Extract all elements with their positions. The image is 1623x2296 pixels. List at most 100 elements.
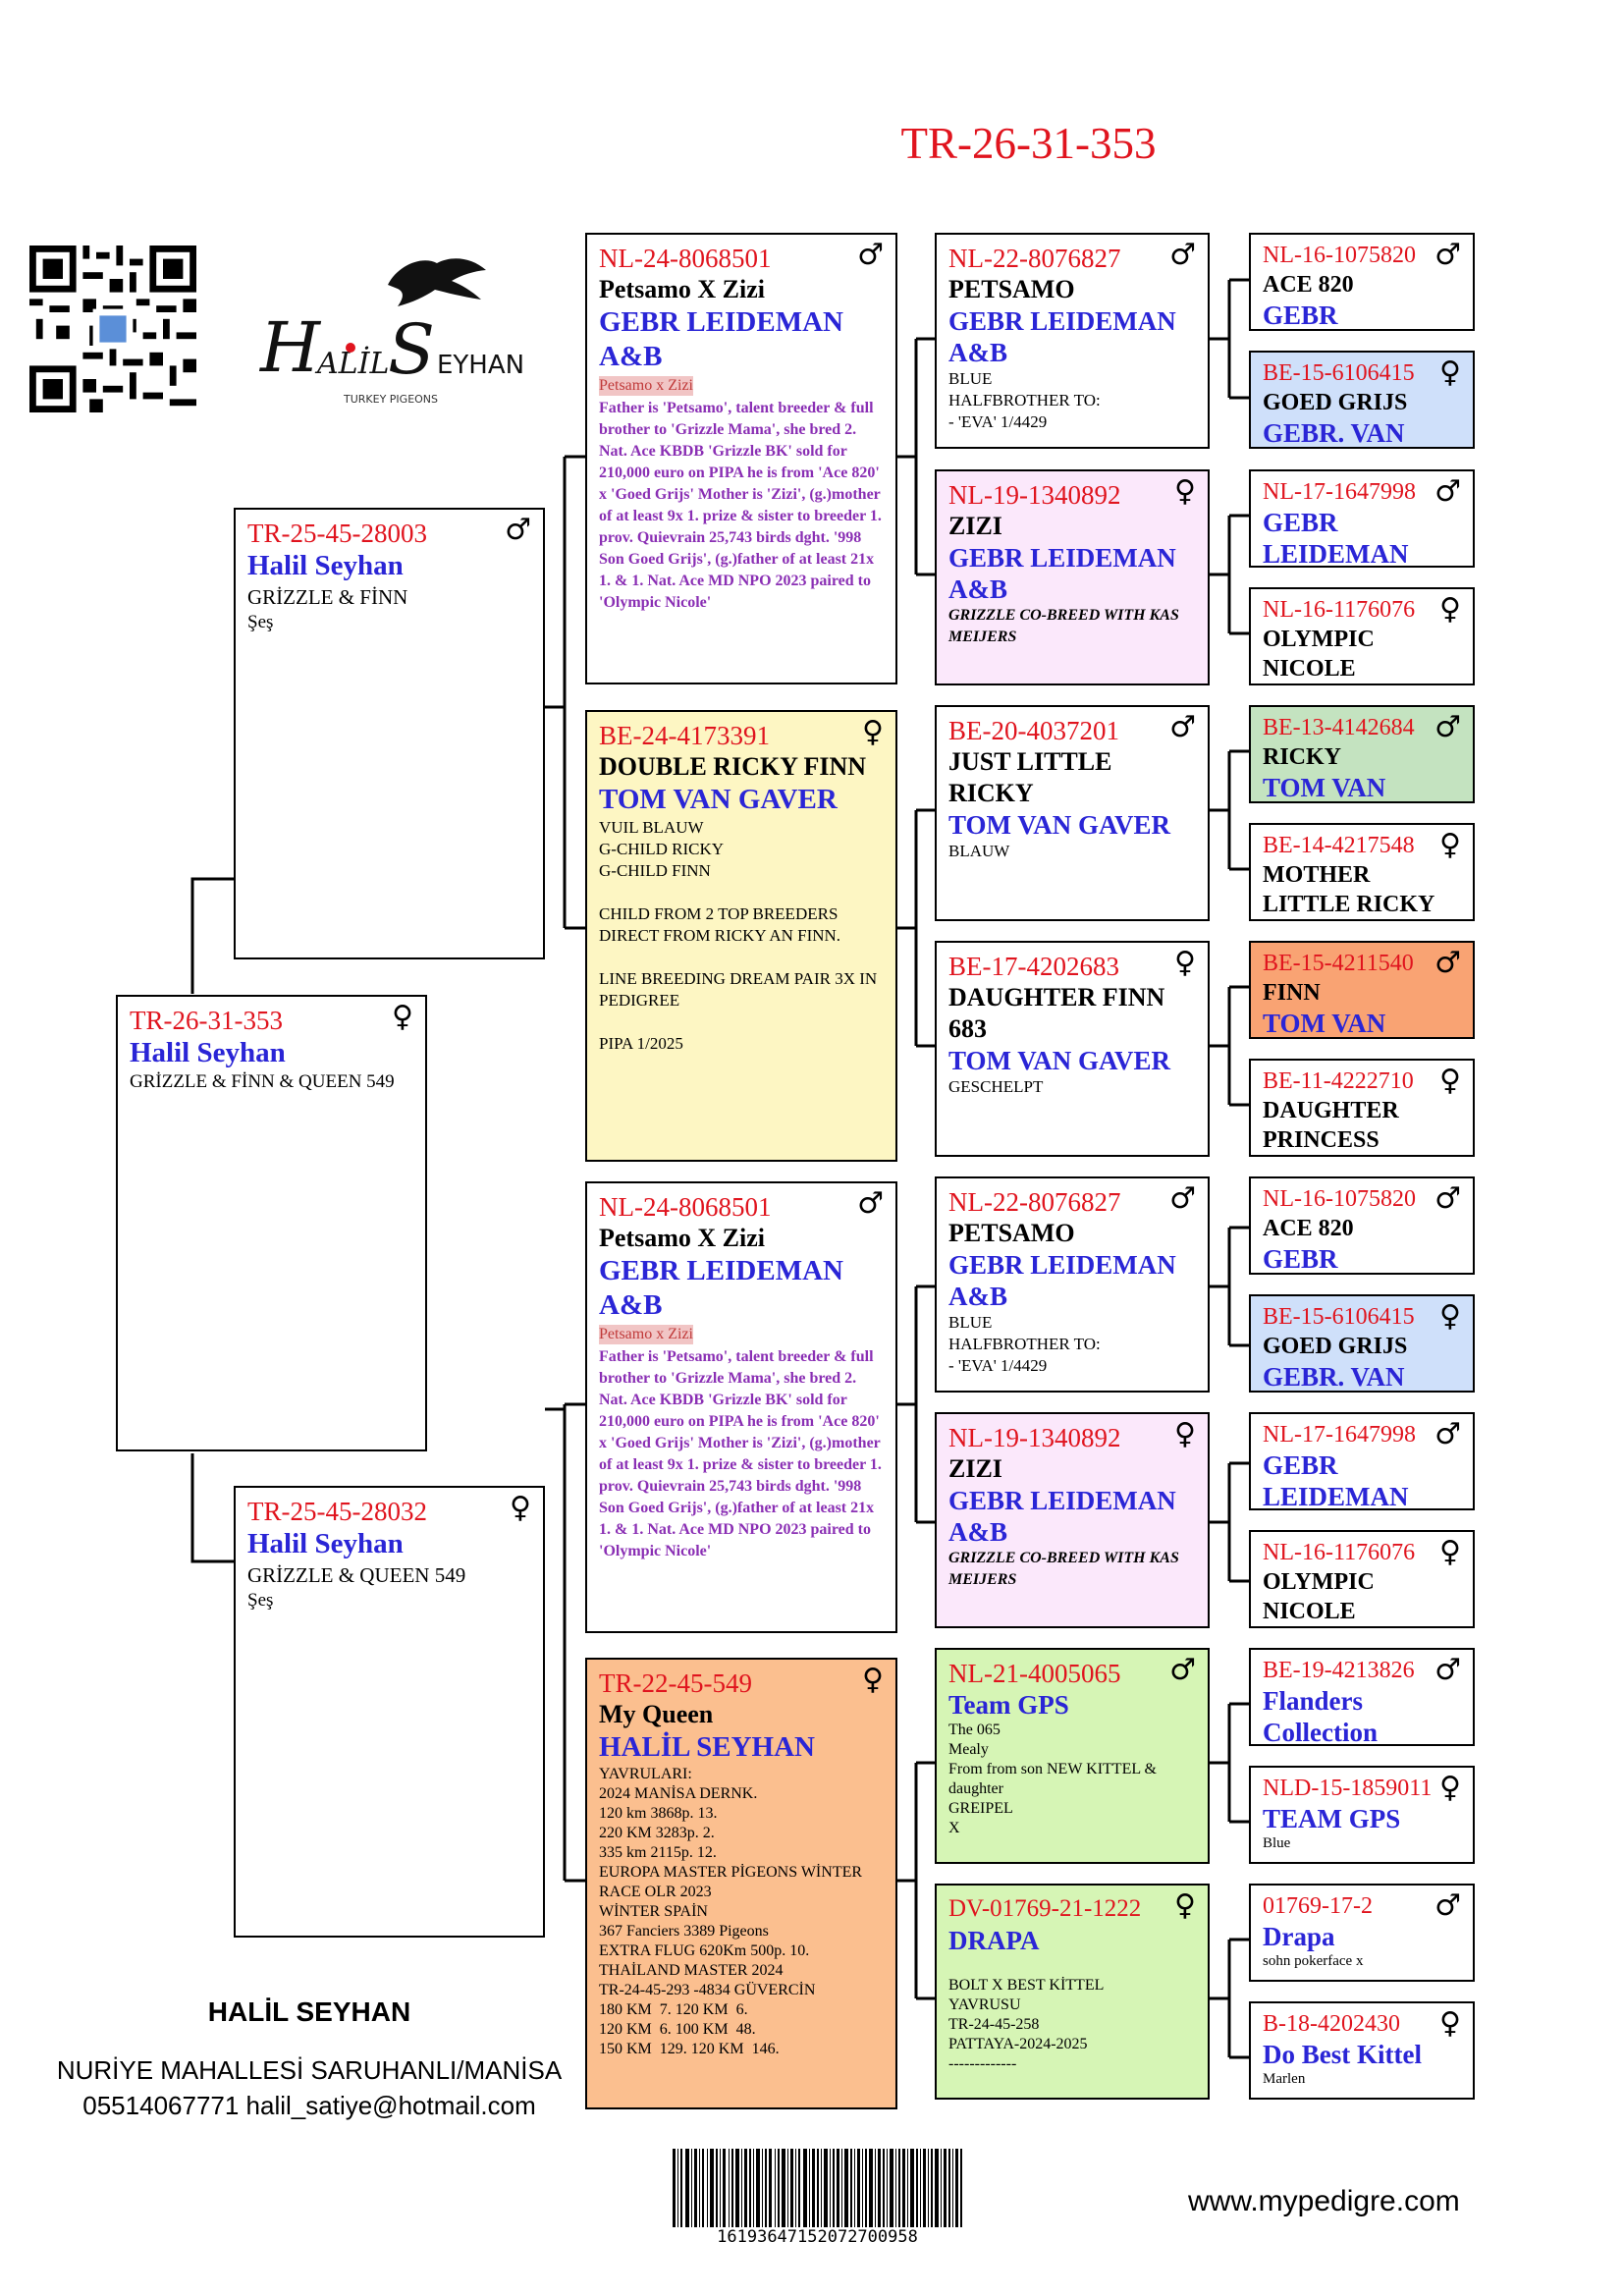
g4-card-9[interactable]: NL-16-1075820 ♂ ACE 820 GEBR — [1249, 1176, 1475, 1275]
owner-name: GEBR LEIDEMAN A&B — [599, 306, 843, 372]
owner-name: GEBR. VAN — [1263, 1362, 1405, 1392]
owner-name: Drapa — [1263, 1922, 1335, 1951]
female-icon: ♀ — [1174, 1888, 1196, 1923]
pedigree-note: BOLT X BEST KİTTEL YAVRUSU TR-24-45-258 … — [948, 1977, 1105, 2072]
sire-card[interactable]: TR-25-45-28003 ♂ Halil Seyhan GRİZZLE & … — [234, 508, 545, 959]
pigeon-name: PETSAMO — [948, 1219, 1075, 1247]
owner-name: Halil Seyhan — [247, 550, 404, 581]
female-icon: ♀ — [1439, 355, 1461, 390]
female-icon: ♀ — [862, 1663, 884, 1697]
sire-sire-card[interactable]: NL-24-8068501 ♂ Petsamo X Zizi GEBR LEID… — [585, 233, 897, 684]
g4-card-11[interactable]: NL-17-1647998 ♂ GEBR LEIDEMAN — [1249, 1412, 1475, 1510]
female-icon: ♀ — [1439, 828, 1461, 862]
ring-number: NL-16-1176076 — [1263, 597, 1416, 623]
male-icon: ♂ — [857, 1186, 884, 1221]
ring-number: NLD-15-1859011 — [1263, 1776, 1433, 1801]
g4-card-8[interactable]: BE-11-4222710 ♀ DAUGHTER PRINCESS — [1249, 1059, 1475, 1157]
owner-name: Team GPS — [948, 1690, 1069, 1720]
ring-number: NL-24-8068501 — [599, 1192, 772, 1222]
g4-card-3[interactable]: NL-17-1647998 ♂ GEBR LEIDEMAN — [1249, 469, 1475, 568]
breeder-phone-email: 05514067771 halil_satiye@hotmail.com — [82, 2091, 536, 2120]
pedigree-note: BLUE HALFBROTHER TO: - 'EVA' 1/4429 — [948, 1313, 1101, 1375]
pigeon-name: DOUBLE RICKY FINN — [599, 752, 867, 781]
pigeon-name: ZIZI — [948, 512, 1002, 540]
female-icon: ♀ — [1439, 1535, 1461, 1569]
dam-dam-card[interactable]: TR-22-45-549 ♀ My Queen HALİL SEYHAN YAV… — [585, 1658, 897, 2109]
pedigree-note: Father is 'Petsamo', talent breeder & fu… — [599, 400, 882, 611]
male-icon: ♂ — [857, 238, 884, 272]
owner-name: GEBR LEIDEMAN A&B — [948, 1250, 1176, 1311]
female-icon: ♀ — [862, 715, 884, 749]
svg-text:S: S — [388, 309, 435, 390]
svg-text:H: H — [258, 307, 322, 388]
owner-name: GEBR LEIDEMAN A&B — [948, 543, 1176, 604]
ring-number: NL-24-8068501 — [599, 244, 772, 273]
ring-number: BE-19-4213826 — [1263, 1658, 1415, 1683]
dam-sire-card[interactable]: NL-24-8068501 ♂ Petsamo X Zizi GEBR LEID… — [585, 1181, 897, 1633]
dam-card[interactable]: TR-25-45-28032 ♀ Halil Seyhan GRİZZLE & … — [234, 1486, 545, 1938]
g4-card-6[interactable]: BE-14-4217548 ♀ MOTHER LITTLE RICKY — [1249, 823, 1475, 921]
owner-name: Halil Seyhan — [130, 1037, 286, 1068]
pairing-tag: Petsamo x Zizi — [599, 376, 693, 396]
g4-card-14[interactable]: NLD-15-1859011 ♀ TEAM GPS Blue — [1249, 1766, 1475, 1864]
male-icon: ♂ — [1169, 1181, 1196, 1216]
g3-card-2[interactable]: NL-19-1340892 ♀ ZIZI GEBR LEIDEMAN A&B G… — [935, 469, 1210, 685]
website-link[interactable]: www.mypedigre.com — [1188, 2185, 1460, 2217]
male-icon: ♂ — [1169, 1653, 1196, 1687]
halil-seyhan-logo: H ALİL S EYHAN TURKEY PIGEONS — [258, 258, 524, 406]
g3-card-1[interactable]: NL-22-8076827 ♂ PETSAMO GEBR LEIDEMAN A&… — [935, 233, 1210, 449]
owner-name: GEBR — [1263, 1244, 1338, 1274]
pedigree-note: BLUE HALFBROTHER TO: - 'EVA' 1/4429 — [948, 369, 1101, 431]
pigeon-name: My Queen — [599, 1700, 714, 1728]
pigeon-name: OLYMPIC NICOLE — [1263, 1569, 1375, 1624]
g4-card-7[interactable]: BE-15-4211540 ♂ FINN TOM VAN — [1249, 941, 1475, 1039]
g4-card-12[interactable]: NL-16-1176076 ♀ OLYMPIC NICOLE — [1249, 1530, 1475, 1628]
g4-card-15[interactable]: 01769-17-2 ♂ Drapa sohn pokerface x — [1249, 1884, 1475, 1982]
ring-number: NL-16-1176076 — [1263, 1540, 1416, 1565]
ring-number: BE-14-4217548 — [1263, 833, 1415, 858]
g3-card-3[interactable]: BE-20-4037201 ♂ JUST LITTLE RICKY TOM VA… — [935, 705, 1210, 921]
owner-name: GEBR LEIDEMAN — [1263, 508, 1409, 568]
pedigree-note: VUIL BLAUW G-CHILD RICKY G-CHILD FINN CH… — [599, 818, 878, 1053]
g4-card-2[interactable]: BE-15-6106415 ♀ GOED GRIJS GEBR. VAN — [1249, 351, 1475, 449]
owner-name: TOM VAN — [1263, 773, 1386, 802]
female-icon: ♀ — [1174, 474, 1196, 509]
owner-name: TOM VAN GAVER — [948, 1046, 1171, 1075]
ring-number: TR-22-45-549 — [599, 1668, 752, 1698]
color-description: GRİZZLE & FİNN & QUEEN 549 — [130, 1071, 395, 1092]
g4-card-4[interactable]: NL-16-1176076 ♀ OLYMPIC NICOLE — [1249, 587, 1475, 685]
male-icon: ♂ — [1434, 946, 1461, 980]
g4-card-5[interactable]: BE-13-4142684 ♂ RICKY TOM VAN — [1249, 705, 1475, 803]
pigeon-name: FINN — [1263, 980, 1321, 1006]
ring-number: NL-21-4005065 — [948, 1659, 1121, 1688]
ring-number: BE-13-4142684 — [1263, 715, 1415, 740]
female-icon: ♀ — [1439, 1064, 1461, 1098]
ring-number: BE-24-4173391 — [599, 721, 770, 750]
g3-card-5[interactable]: NL-22-8076827 ♂ PETSAMO GEBR LEIDEMAN A&… — [935, 1176, 1210, 1393]
g3-card-6[interactable]: NL-19-1340892 ♀ ZIZI GEBR LEIDEMAN A&B G… — [935, 1412, 1210, 1628]
male-icon: ♂ — [1169, 710, 1196, 744]
male-icon: ♂ — [505, 513, 531, 547]
g4-card-13[interactable]: BE-19-4213826 ♂ Flanders Collection — [1249, 1648, 1475, 1746]
male-icon: ♂ — [1434, 1417, 1461, 1451]
ring-number: BE-15-6106415 — [1263, 360, 1415, 386]
page-title: TR-26-31-353 — [900, 119, 1157, 168]
sire-dam-card[interactable]: BE-24-4173391 ♀ DOUBLE RICKY FINN TOM VA… — [585, 710, 897, 1162]
g3-card-4[interactable]: BE-17-4202683 ♀ DAUGHTER FINN 683 TOM VA… — [935, 941, 1210, 1157]
ring-number: NL-16-1075820 — [1263, 1186, 1416, 1212]
g4-card-16[interactable]: B-18-4202430 ♀ Do Best Kittel Marlen — [1249, 2001, 1475, 2100]
male-icon: ♂ — [1434, 238, 1461, 272]
pigeon-name: OLYMPIC NICOLE — [1263, 627, 1375, 682]
g4-card-10[interactable]: BE-15-6106415 ♀ GOED GRIJS GEBR. VAN — [1249, 1294, 1475, 1393]
extra-info: Şeş — [247, 612, 274, 632]
pedigree-note: The 065 Mealy From from son NEW KITTEL &… — [948, 1722, 1157, 1836]
g4-card-1[interactable]: NL-16-1075820 ♂ ACE 820 GEBR — [1249, 233, 1475, 331]
subject-card[interactable]: TR-26-31-353 ♀ Halil Seyhan GRİZZLE & Fİ… — [116, 995, 427, 1451]
g3-card-7[interactable]: NL-21-4005065 ♂ Team GPS The 065 Mealy F… — [935, 1648, 1210, 1864]
ring-number: NL-19-1340892 — [948, 480, 1121, 510]
owner-name: GEBR LEIDEMAN A&B — [948, 306, 1176, 367]
breeder-address: NURİYE MAHALLESİ SARUHANLI/MANİSA — [56, 2055, 563, 2085]
female-icon: ♀ — [1174, 946, 1196, 980]
owner-name: HALİL SEYHAN — [599, 1731, 815, 1763]
g3-card-8[interactable]: DV-01769-21-1222 ♀ DRAPA BOLT X BEST KİT… — [935, 1884, 1210, 2100]
